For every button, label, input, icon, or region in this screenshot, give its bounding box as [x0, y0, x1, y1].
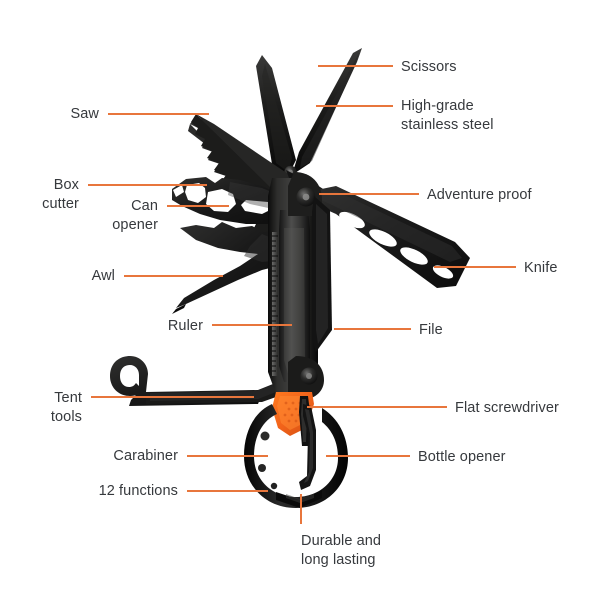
leader-line-tent-tools [91, 396, 254, 398]
leader-line-durable-and-long-lasting [300, 494, 302, 524]
callout-label-flat-screwdriver: Flat screwdriver [455, 400, 559, 416]
callout-label-adventure-proof: Adventure proof [427, 187, 532, 203]
leader-line-knife [434, 266, 516, 268]
callout-label-can-opener: Can opener [112, 198, 158, 233]
callout-label-saw: Saw [70, 106, 99, 122]
leader-line-awl [124, 275, 223, 277]
leader-line-can-opener [167, 205, 229, 207]
leader-line-adventure-proof [319, 193, 419, 195]
callout-label-awl: Awl [91, 268, 115, 284]
leader-line-flat-screwdriver [307, 406, 447, 408]
callout-label-high-grade-stainless-steel: High-grade stainless steel [401, 98, 494, 133]
callout-label-twelve-functions: 12 functions [98, 483, 178, 499]
leader-line-carabiner [187, 455, 268, 457]
leader-line-scissors [318, 65, 393, 67]
leader-line-ruler [212, 324, 292, 326]
leader-line-file [334, 328, 411, 330]
callout-label-ruler: Ruler [167, 318, 203, 334]
callout-label-knife: Knife [524, 260, 558, 276]
leader-line-box-cutter [88, 184, 207, 186]
leader-line-saw [108, 113, 209, 115]
callout-label-durable-and-long-lasting: Durable and long lasting [301, 533, 382, 568]
callout-label-box-cutter: Box cutter [42, 177, 79, 212]
leader-line-bottle-opener [326, 455, 410, 457]
callout-label-tent-tools: Tent tools [50, 390, 82, 425]
leader-line-high-grade-stainless-steel [316, 105, 393, 107]
callout-label-bottle-opener: Bottle opener [418, 449, 506, 465]
callout-label-file: File [419, 322, 443, 338]
leader-line-twelve-functions [187, 490, 268, 492]
callout-label-scissors: Scissors [401, 59, 457, 75]
callout-label-carabiner: Carabiner [113, 448, 178, 464]
